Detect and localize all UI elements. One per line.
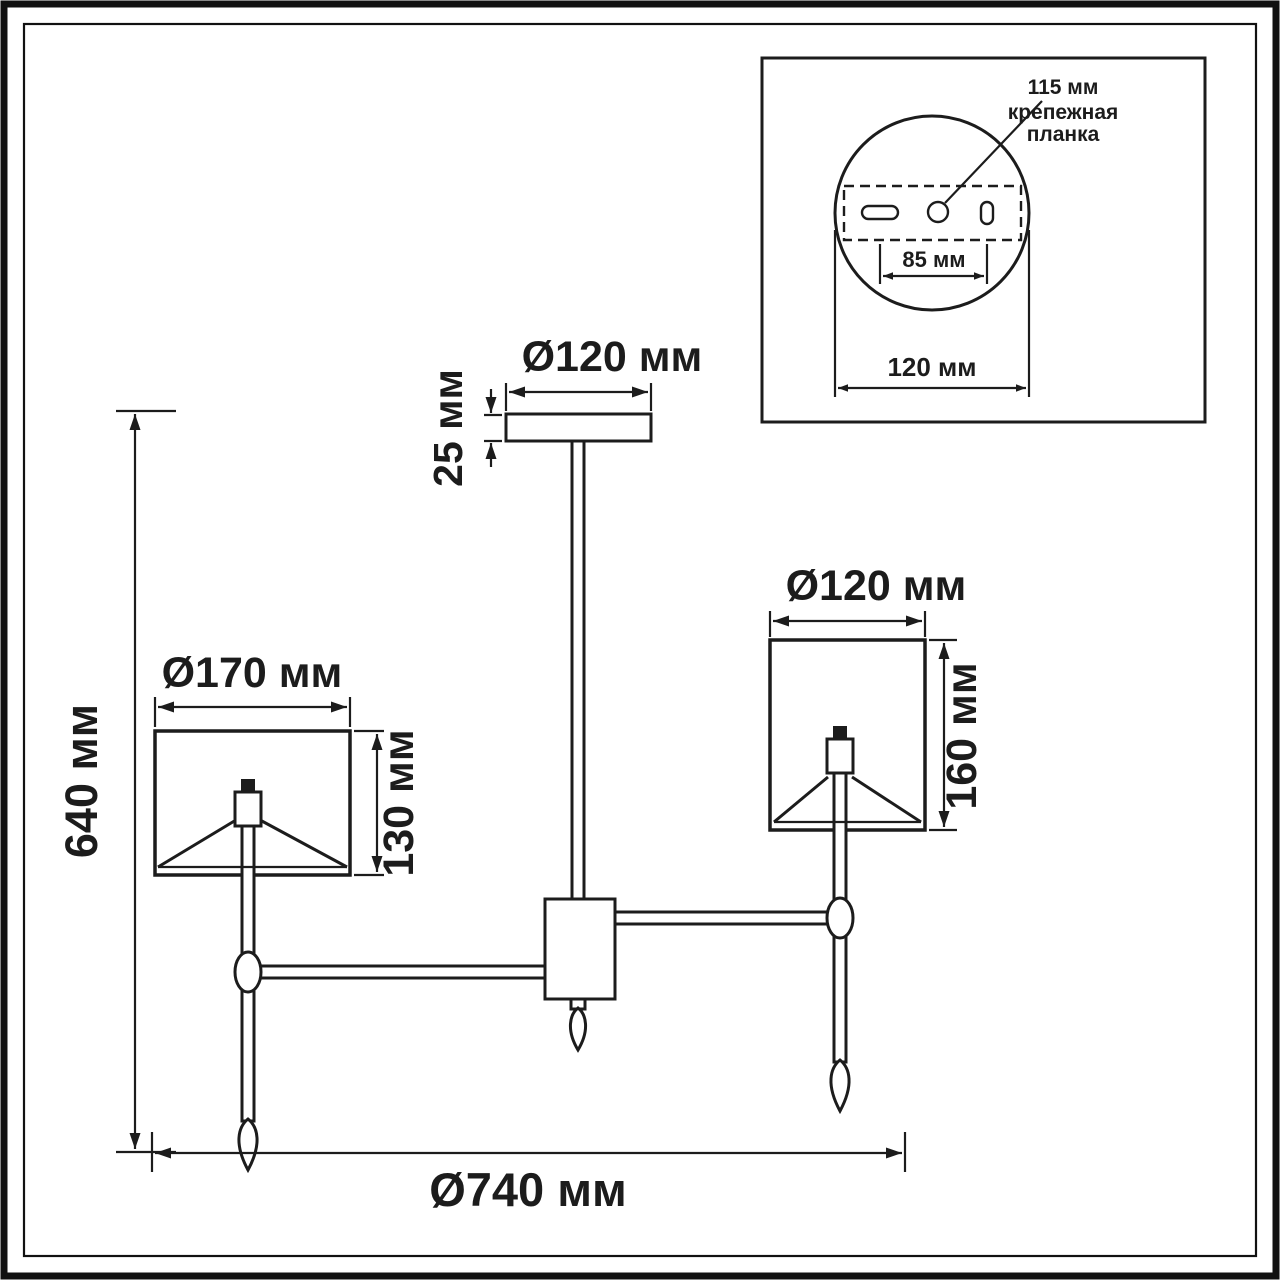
- right-shade-cone-right: [851, 775, 922, 824]
- right-socket-knob: [833, 726, 847, 739]
- dim-right-shade-height: 160 мм: [929, 638, 986, 832]
- left-socket: [233, 790, 263, 828]
- ceiling-plate: [504, 412, 653, 443]
- dim-slot-spacing: 85 мм: [878, 244, 989, 284]
- hub-finial: [569, 1006, 587, 1053]
- dim-left-shade-height: 130 мм: [354, 729, 423, 877]
- dim-left-shade-diameter: Ø170 мм: [153, 649, 352, 727]
- dim-plate-thickness: 25 мм: [425, 369, 502, 487]
- left-arm: [257, 964, 547, 980]
- inset-label-bracket-line2: планка: [1027, 123, 1100, 146]
- right-rod-lower: [832, 935, 848, 1064]
- inset-border: [760, 56, 1207, 424]
- right-finial: [829, 1058, 851, 1115]
- dim-label-plate-thickness: 25 мм: [425, 369, 471, 487]
- right-joint: [825, 896, 855, 940]
- dim-right-shade-diameter: Ø120 мм: [768, 562, 967, 637]
- right-shade-cone-left: [773, 775, 829, 824]
- dim-label-plate-diameter: Ø120 мм: [522, 333, 703, 381]
- dim-label-right-shade-height: 160 мм: [938, 662, 986, 809]
- inset-label-hole-offset: 115 мм: [1028, 76, 1099, 99]
- mount-bracket-dashed: [842, 184, 1023, 242]
- dim-overall-height: 640 мм: [56, 409, 176, 1154]
- left-joint: [233, 950, 263, 994]
- dim-plate-diameter: Ø120 мм: [504, 333, 703, 411]
- left-rod-lower: [240, 989, 256, 1123]
- mount-base-circle: [833, 114, 1031, 312]
- dim-label-overall-height: 640 мм: [56, 704, 107, 858]
- inset-label-slot-spacing: 85 мм: [902, 247, 965, 272]
- left-rod-upper: [240, 824, 256, 956]
- bracket-slot-left: [860, 204, 900, 221]
- right-arm: [613, 910, 831, 926]
- dim-label-right-shade-diameter: Ø120 мм: [786, 562, 967, 610]
- dim-label-overall-width: Ø740 мм: [429, 1163, 627, 1216]
- bracket-leader-line: [944, 100, 1043, 204]
- frame-inner-line: [22, 22, 1258, 1258]
- right-rod-upper: [832, 771, 848, 901]
- right-socket: [825, 737, 855, 775]
- mounting-inset: 115 мм крепежная планка 85 мм 120 мм: [760, 56, 1207, 424]
- dim-label-left-shade-diameter: Ø170 мм: [162, 649, 343, 697]
- left-shade-cone-right: [259, 818, 348, 869]
- left-socket-knob: [241, 779, 255, 792]
- bracket-hole-center: [926, 200, 950, 224]
- dim-label-left-shade-height: 130 мм: [375, 729, 423, 876]
- chandelier-drawing: [153, 412, 927, 1174]
- bracket-slot-right: [979, 200, 995, 226]
- left-shade-cone-left: [157, 818, 237, 869]
- inset-label-base-diameter: 120 мм: [887, 352, 976, 382]
- central-hub: [543, 897, 617, 1001]
- stem-rod: [570, 439, 586, 903]
- inset-label-bracket-line1: крепежная: [1008, 101, 1119, 124]
- dim-overall-width: Ø740 мм: [150, 1132, 907, 1216]
- dim-base-diameter: 120 мм: [833, 230, 1031, 397]
